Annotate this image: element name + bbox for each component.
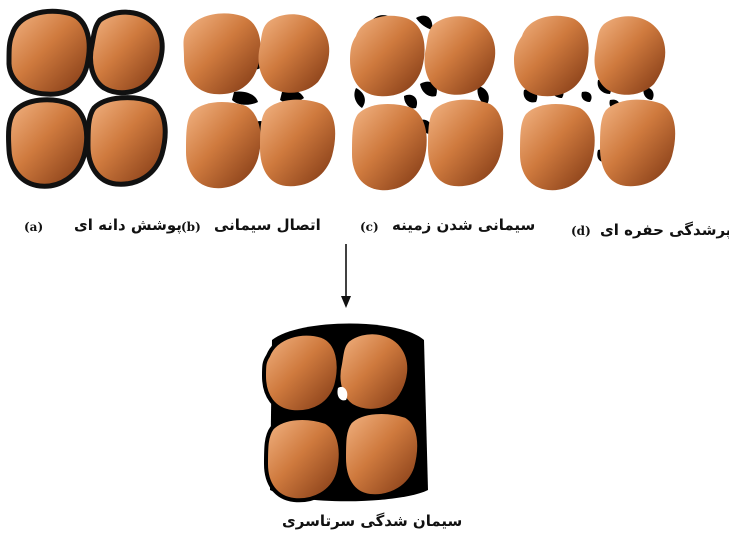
- result-caption: سیمان شدگی سرتاسری: [282, 512, 462, 530]
- panel-d-caption: پرشدگی حفره ای: [600, 221, 729, 239]
- panel-a-grains: [9, 11, 166, 186]
- panel-a-tag: (a): [24, 220, 43, 234]
- grain: [184, 13, 261, 94]
- result-grains: [262, 324, 432, 502]
- cement-pore: [581, 92, 591, 102]
- grain: [600, 100, 675, 187]
- panel-c-caption: سیمانی شدن زمینه: [392, 216, 535, 234]
- grain: [428, 100, 503, 187]
- cement-bridge: [232, 91, 258, 104]
- panel-a-caption: پوشش دانه ای: [74, 216, 182, 234]
- grain: [9, 11, 89, 94]
- panel-b-caption: اتصال سیمانی: [214, 216, 321, 234]
- grain: [520, 104, 595, 190]
- panel-c-grains: [350, 15, 503, 190]
- grain: [425, 16, 496, 95]
- grain: [514, 16, 589, 97]
- grain: [186, 102, 261, 188]
- grain: [352, 104, 427, 190]
- grain: [259, 14, 330, 93]
- grain: [266, 418, 341, 500]
- grain: [260, 100, 335, 187]
- grain: [264, 334, 339, 412]
- panel-b-grains: [184, 13, 336, 188]
- grain: [350, 16, 425, 97]
- grain: [344, 412, 419, 496]
- grain: [91, 12, 163, 92]
- grain: [9, 100, 87, 186]
- cement-matrix: [354, 88, 364, 108]
- panel-c-tag: (c): [360, 220, 379, 234]
- panel-d-grains: [514, 16, 675, 190]
- panel-d-tag: (d): [571, 224, 591, 238]
- grain: [339, 332, 410, 411]
- panel-b-tag: (b): [181, 220, 201, 234]
- arrow-down-icon: [341, 244, 351, 308]
- grain: [88, 98, 165, 185]
- grain: [595, 16, 666, 95]
